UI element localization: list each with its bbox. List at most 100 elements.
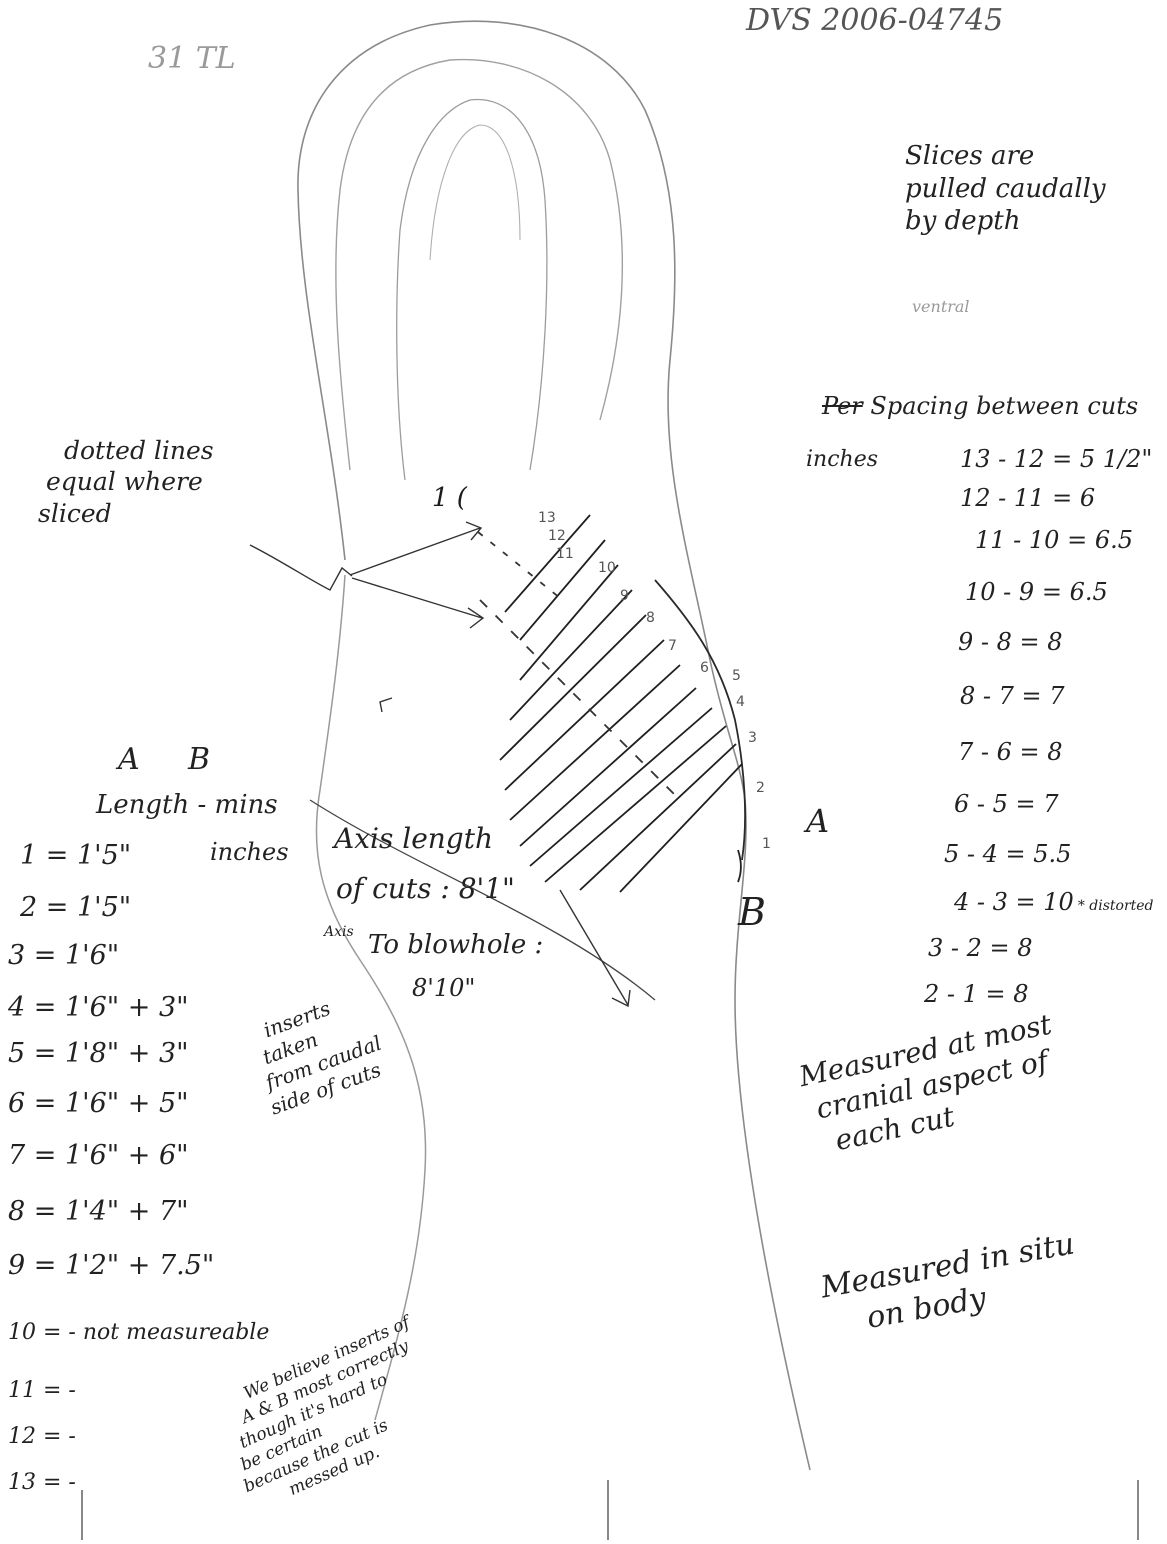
cut-line bbox=[520, 688, 696, 846]
length-value: 1'6" + 5" bbox=[65, 1088, 189, 1119]
spacing-separator: = bbox=[1008, 790, 1043, 818]
length-row: 11 = - bbox=[8, 1378, 76, 1403]
spacing-row: 4 - 3 = 10* distorted bbox=[954, 888, 1154, 916]
spacing-separator: = bbox=[1012, 628, 1047, 656]
spacing-title-strike: Per bbox=[822, 392, 863, 420]
cut-number: 2 bbox=[756, 780, 765, 796]
spacing-value: 6.5 bbox=[1070, 578, 1108, 606]
length-separator: = bbox=[25, 940, 65, 971]
length-separator: = bbox=[36, 1320, 68, 1345]
spacing-pair: 13 - 12 bbox=[960, 445, 1044, 473]
spacing-note: * distorted bbox=[1078, 898, 1154, 914]
sketch-mark bbox=[380, 698, 392, 712]
length-separator: = bbox=[25, 1038, 65, 1069]
cut-line bbox=[620, 764, 742, 892]
length-index: 8 bbox=[8, 1196, 25, 1227]
cut-line bbox=[510, 665, 680, 820]
spacing-row: 9 - 8 = 8 bbox=[958, 628, 1063, 656]
length-value: 1'4" + 7" bbox=[65, 1196, 189, 1227]
cut-number: 7 bbox=[668, 638, 677, 654]
length-separator: = bbox=[25, 1196, 65, 1227]
axis-arrow bbox=[560, 890, 630, 1006]
slices-note-line: Slices are bbox=[905, 140, 1106, 173]
spacing-row: 11 - 10 = 6.5 bbox=[975, 526, 1133, 554]
length-separator: = bbox=[36, 1378, 68, 1403]
pointer-arrow-upper bbox=[350, 522, 481, 575]
axis-blowhole-value: 8'10" bbox=[412, 974, 475, 1002]
length-index: 9 bbox=[8, 1250, 25, 1281]
axis-blowhole-prefix: Axis bbox=[324, 924, 354, 940]
cut-number: 5 bbox=[732, 668, 741, 684]
length-value: 1'6" + 6" bbox=[65, 1140, 189, 1171]
spacing-value: 6 bbox=[1080, 484, 1095, 512]
length-header: Length - mins bbox=[96, 790, 278, 820]
spacing-separator: = bbox=[1012, 738, 1047, 766]
dotted-lines-note-line: sliced bbox=[38, 498, 214, 529]
length-index: 13 bbox=[8, 1470, 36, 1495]
spacing-value: 8 bbox=[1047, 628, 1062, 656]
length-row: 5 = 1'8" + 3" bbox=[8, 1038, 189, 1069]
axis-length-value: of cuts : 8'1" bbox=[336, 872, 515, 905]
length-separator: = bbox=[36, 1424, 68, 1449]
slices-note-line: pulled caudally bbox=[905, 173, 1106, 206]
length-value: 1'6" bbox=[65, 940, 119, 971]
cut-number: 12 bbox=[548, 528, 566, 544]
dotted-lines-note-line: equal where bbox=[38, 466, 214, 497]
spacing-value: 8 bbox=[1013, 980, 1028, 1008]
cut-number: 8 bbox=[646, 610, 655, 626]
cut-mark: 1 ( bbox=[432, 484, 467, 514]
cut-line bbox=[580, 744, 736, 890]
length-index: 7 bbox=[8, 1140, 25, 1171]
spacing-value: 5.5 bbox=[1033, 840, 1071, 868]
spacing-value: 6.5 bbox=[1095, 526, 1133, 554]
spacing-separator: = bbox=[982, 934, 1017, 962]
spacing-row: 12 - 11 = 6 bbox=[960, 484, 1095, 512]
slices-note: Slices are pulled caudally by depth bbox=[905, 140, 1106, 238]
length-index: 2 bbox=[20, 892, 37, 923]
length-col-a: A bbox=[118, 742, 140, 777]
length-col-b: B bbox=[188, 742, 210, 777]
length-row: 4 = 1'6" + 3" bbox=[8, 992, 189, 1023]
cut-number: 13 bbox=[538, 510, 556, 526]
spacing-pair: 9 - 8 bbox=[958, 628, 1012, 656]
cut-line bbox=[545, 726, 726, 882]
length-row: 7 = 1'6" + 6" bbox=[8, 1140, 189, 1171]
dotted-lines-note-line: dotted lines bbox=[38, 435, 214, 466]
spacing-value: 8 bbox=[1017, 934, 1032, 962]
spacing-pair: 4 - 3 bbox=[954, 888, 1008, 916]
axis-length-label: Axis length bbox=[334, 822, 493, 855]
cut-line bbox=[510, 590, 632, 720]
cut-number: 10 bbox=[598, 560, 616, 576]
spacing-value: 7 bbox=[1043, 790, 1058, 818]
cut-number: 1 bbox=[762, 836, 771, 852]
length-value: 1'5" bbox=[77, 892, 131, 923]
spacing-pair: 6 - 5 bbox=[954, 790, 1008, 818]
cut-number: 9 bbox=[620, 588, 629, 604]
spacing-separator: = bbox=[1014, 682, 1049, 710]
spacing-pair: 5 - 4 bbox=[944, 840, 998, 868]
spacing-pair: 3 - 2 bbox=[928, 934, 982, 962]
cut-number: 11 bbox=[556, 546, 574, 562]
spacing-separator: = bbox=[1034, 578, 1069, 606]
head-loop-inner bbox=[430, 125, 520, 260]
length-row: 9 = 1'2" + 7.5" bbox=[8, 1250, 214, 1281]
length-separator: = bbox=[25, 1088, 65, 1119]
faint-ventral: ventral bbox=[912, 298, 970, 316]
length-row: 10 = - not measureable bbox=[8, 1320, 269, 1345]
spacing-row: 13 - 12 = 5 1/2" bbox=[960, 445, 1152, 473]
length-row: 8 = 1'4" + 7" bbox=[8, 1196, 189, 1227]
spacing-row: 5 - 4 = 5.5 bbox=[944, 840, 1071, 868]
cut-tick-mark bbox=[738, 850, 741, 882]
spacing-row: 3 - 2 = 8 bbox=[928, 934, 1033, 962]
length-row: 6 = 1'6" + 5" bbox=[8, 1088, 189, 1119]
length-row: 13 = - bbox=[8, 1470, 76, 1495]
length-value: 1'2" + 7.5" bbox=[65, 1250, 214, 1281]
length-separator: = bbox=[37, 892, 77, 923]
length-separator: = bbox=[25, 1250, 65, 1281]
length-index: 12 bbox=[8, 1424, 36, 1449]
length-separator: = bbox=[36, 1470, 68, 1495]
spacing-pair: 7 - 6 bbox=[958, 738, 1012, 766]
cut-line bbox=[505, 640, 664, 790]
corner-mark: 31 TL bbox=[148, 42, 236, 77]
length-value: 1'6" + 3" bbox=[65, 992, 189, 1023]
